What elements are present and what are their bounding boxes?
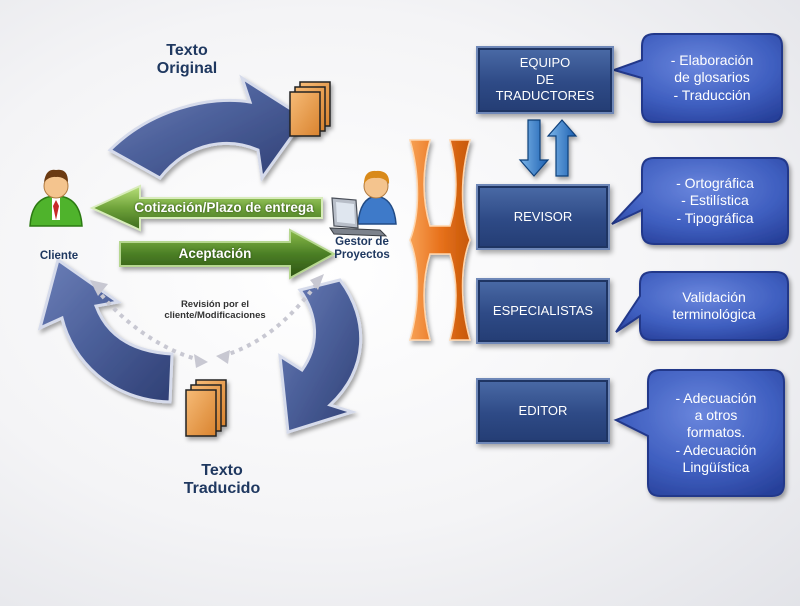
up-down-arrows-icon [518,119,578,177]
callout-line: - Adecuación [675,390,757,407]
callout-bubble-1 [610,33,783,123]
cycle-arrow-right [278,278,363,434]
quote-arrow [89,184,323,232]
role-box-editor: EDITOR [476,378,610,444]
callout-line: Lingüística [682,458,750,475]
document-stack-icon [289,81,331,137]
role-box-translators: EQUIPO DE TRADUCTORES [476,46,614,114]
manager-label-line2: Proyectos [334,249,390,262]
orange-connector [409,139,471,341]
review-label-line1: Revisión por el [180,299,250,310]
manager-label: Gestor de Proyectos [320,236,404,262]
callout-line: de glosarios [674,69,750,86]
role-box-specialists: ESPECIALISTAS [476,278,610,344]
client-label: Cliente [39,250,79,262]
callout-text-4: - Adecuación a otros formatos. - Adecuac… [650,372,782,494]
role-line: TRADUCTORES [495,88,595,104]
callout-bubble-3 [615,271,789,341]
role-line: ESPECIALISTAS [492,302,594,318]
callout-line: - Adecuación [675,441,757,458]
callout-line: - Tipográfica [676,209,754,226]
callout-bubble-2 [611,157,789,245]
translated-text-label: Texto Traducido [172,462,272,499]
review-label: Revisión por el cliente/Modificaciones [150,299,280,322]
role-line: DE [535,71,555,87]
acceptance-arrow [119,228,337,280]
original-text-label-line2: Original [156,60,218,78]
translated-text-label-line2: Traducido [183,480,261,498]
person-laptop-icon [329,170,397,237]
callout-text-3: Validación terminológica [642,274,786,338]
review-dashed-arrowheads [90,274,324,368]
callout-line: - Estilística [681,192,749,209]
cycle-arrow-top [107,74,308,182]
acceptance-arrow-label: Aceptación [178,246,252,261]
manager-label-line1: Gestor de [335,236,389,248]
callout-text-1: - Elaboración de glosarios - Traducción [644,36,780,120]
callout-line: - Traducción [673,86,751,103]
quote-arrow-label: Cotización/Plazo de entrega [134,200,314,215]
document-stack-icon [185,379,227,437]
callout-line: - Ortográfica [676,175,754,192]
callout-line: - Elaboración [670,52,754,69]
callout-line: Validación [682,288,746,305]
role-box-reviser: REVISOR [476,184,610,250]
cycle-arrow-left [37,257,174,404]
person-icon [29,169,83,227]
review-label-line2: cliente/Modificaciones [164,309,266,321]
original-text-label-line1: Texto [166,42,208,59]
callout-line: formatos. [686,424,746,441]
callout-line: a otros [694,407,738,424]
review-dashed-arrows [94,280,320,362]
callout-line: terminológica [672,306,756,322]
role-line: EQUIPO [519,54,571,70]
callout-bubble-4 [613,369,785,497]
original-text-label: Texto Original [142,42,232,79]
role-line: REVISOR [513,208,573,224]
translated-text-label-line1: Texto [201,462,243,479]
role-line: EDITOR [518,402,568,418]
callout-text-2: - Ortográfica - Estilística - Tipográfic… [644,160,786,242]
